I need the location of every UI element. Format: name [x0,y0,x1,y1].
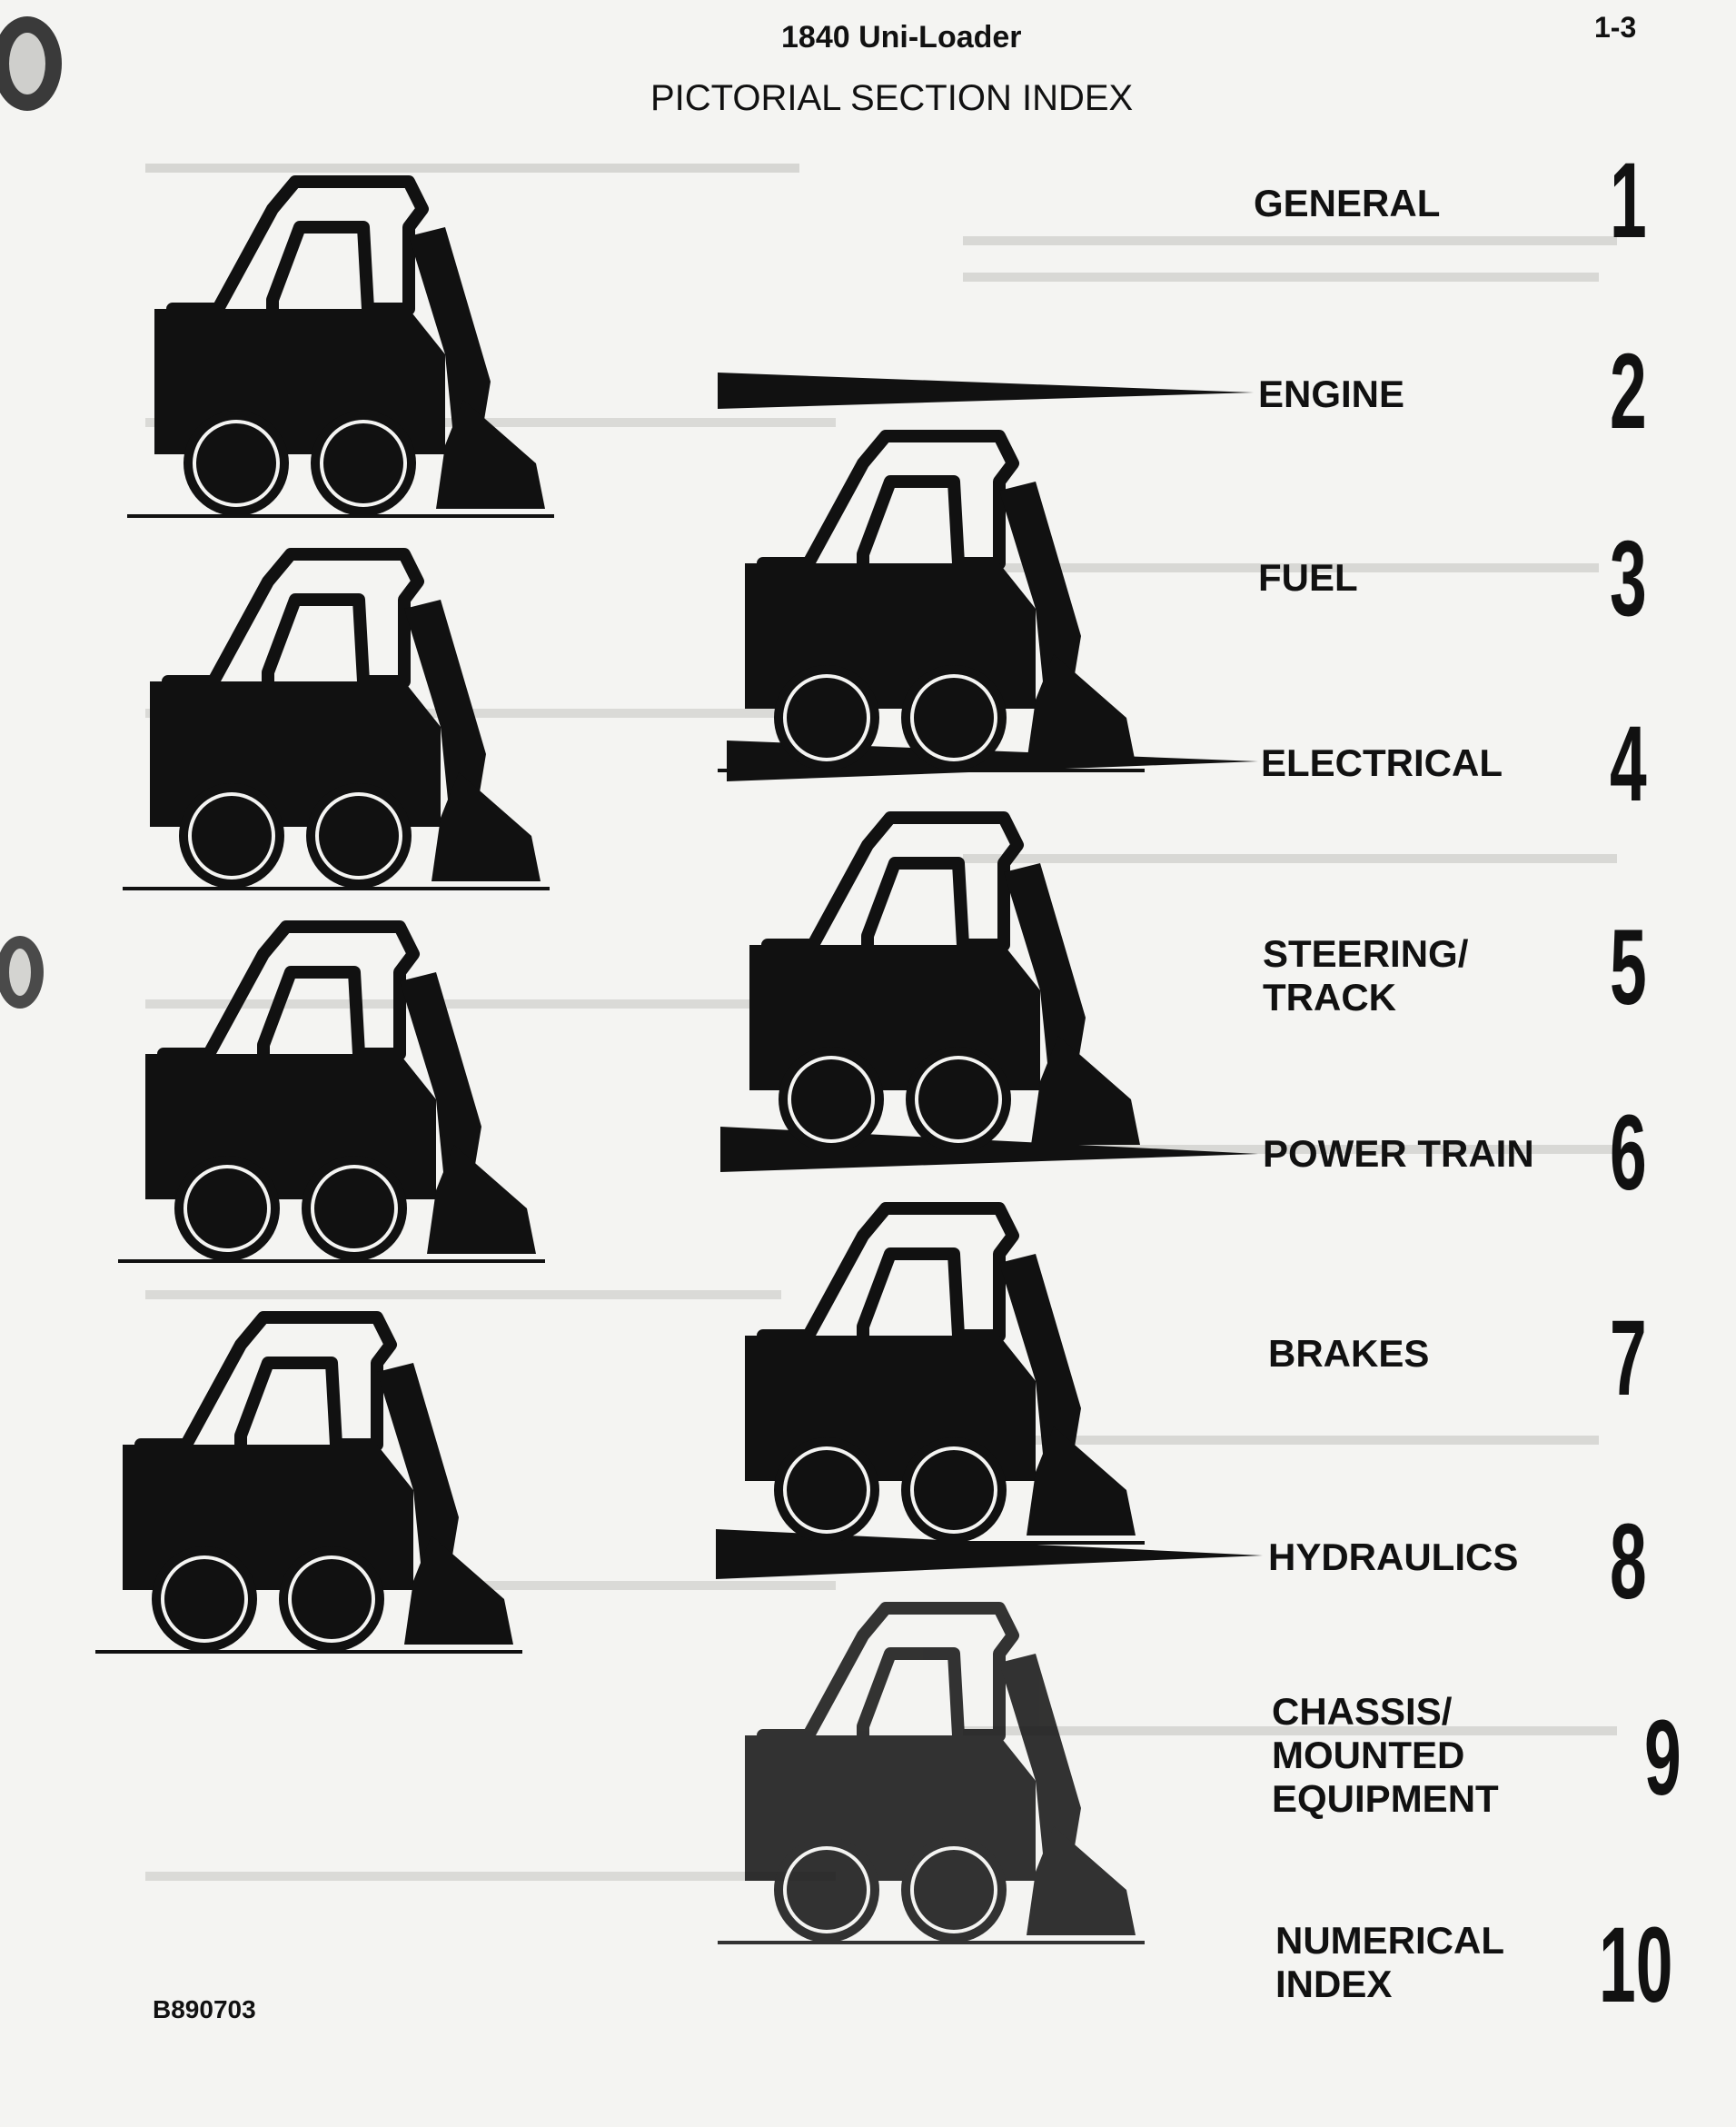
binder-ring-hole [0,16,62,1009]
loader-illustration-hydraulics [718,1608,1145,1944]
section-label-fuel: FUEL [1258,556,1358,599]
section-number-2: 2 [1610,332,1647,452]
section-number-5: 5 [1610,908,1647,1028]
loader-illustration-steering [118,927,545,1263]
section-number-6: 6 [1610,1093,1647,1213]
loader-illustration-electrical [722,818,1149,1154]
section-label-chassis-mounted-equipment: CHASSIS/ MOUNTED EQUIPMENT [1272,1690,1499,1820]
loader-illustration-brakes [95,1317,522,1654]
bleed-through-text [145,164,1617,1881]
section-number-9: 9 [1644,1698,1681,1818]
document-code: B890703 [153,1995,256,2023]
page-number: 1-3 [1594,11,1637,44]
section-label-power-train: POWER TRAIN [1263,1132,1534,1175]
section-number-8: 8 [1610,1502,1647,1622]
loader-illustration-general [127,182,554,518]
section-label-steering-track: STEERING/ TRACK [1263,932,1469,1019]
document-title: 1840 Uni-Loader [781,20,1022,55]
section-number-7: 7 [1610,1298,1647,1418]
section-label-numerical-index: NUMERICAL INDEX [1275,1919,1504,2005]
loader-illustration-engine [718,436,1145,772]
loader-illustration-power-train [718,1208,1145,1545]
section-number-1: 1 [1610,141,1647,261]
section-number-4: 4 [1610,704,1647,824]
section-label-hydraulics: HYDRAULICS [1268,1536,1519,1578]
page-subtitle: PICTORIAL SECTION INDEX [650,78,1134,118]
section-label-engine: ENGINE [1258,373,1405,415]
section-label-electrical: ELECTRICAL [1261,741,1503,784]
section-label-brakes: BRAKES [1268,1332,1430,1375]
section-label-general: GENERAL [1254,182,1441,224]
section-number-3: 3 [1610,519,1647,639]
loader-illustration-fuel [123,554,550,890]
section-number-10: 10 [1599,1905,1673,2025]
